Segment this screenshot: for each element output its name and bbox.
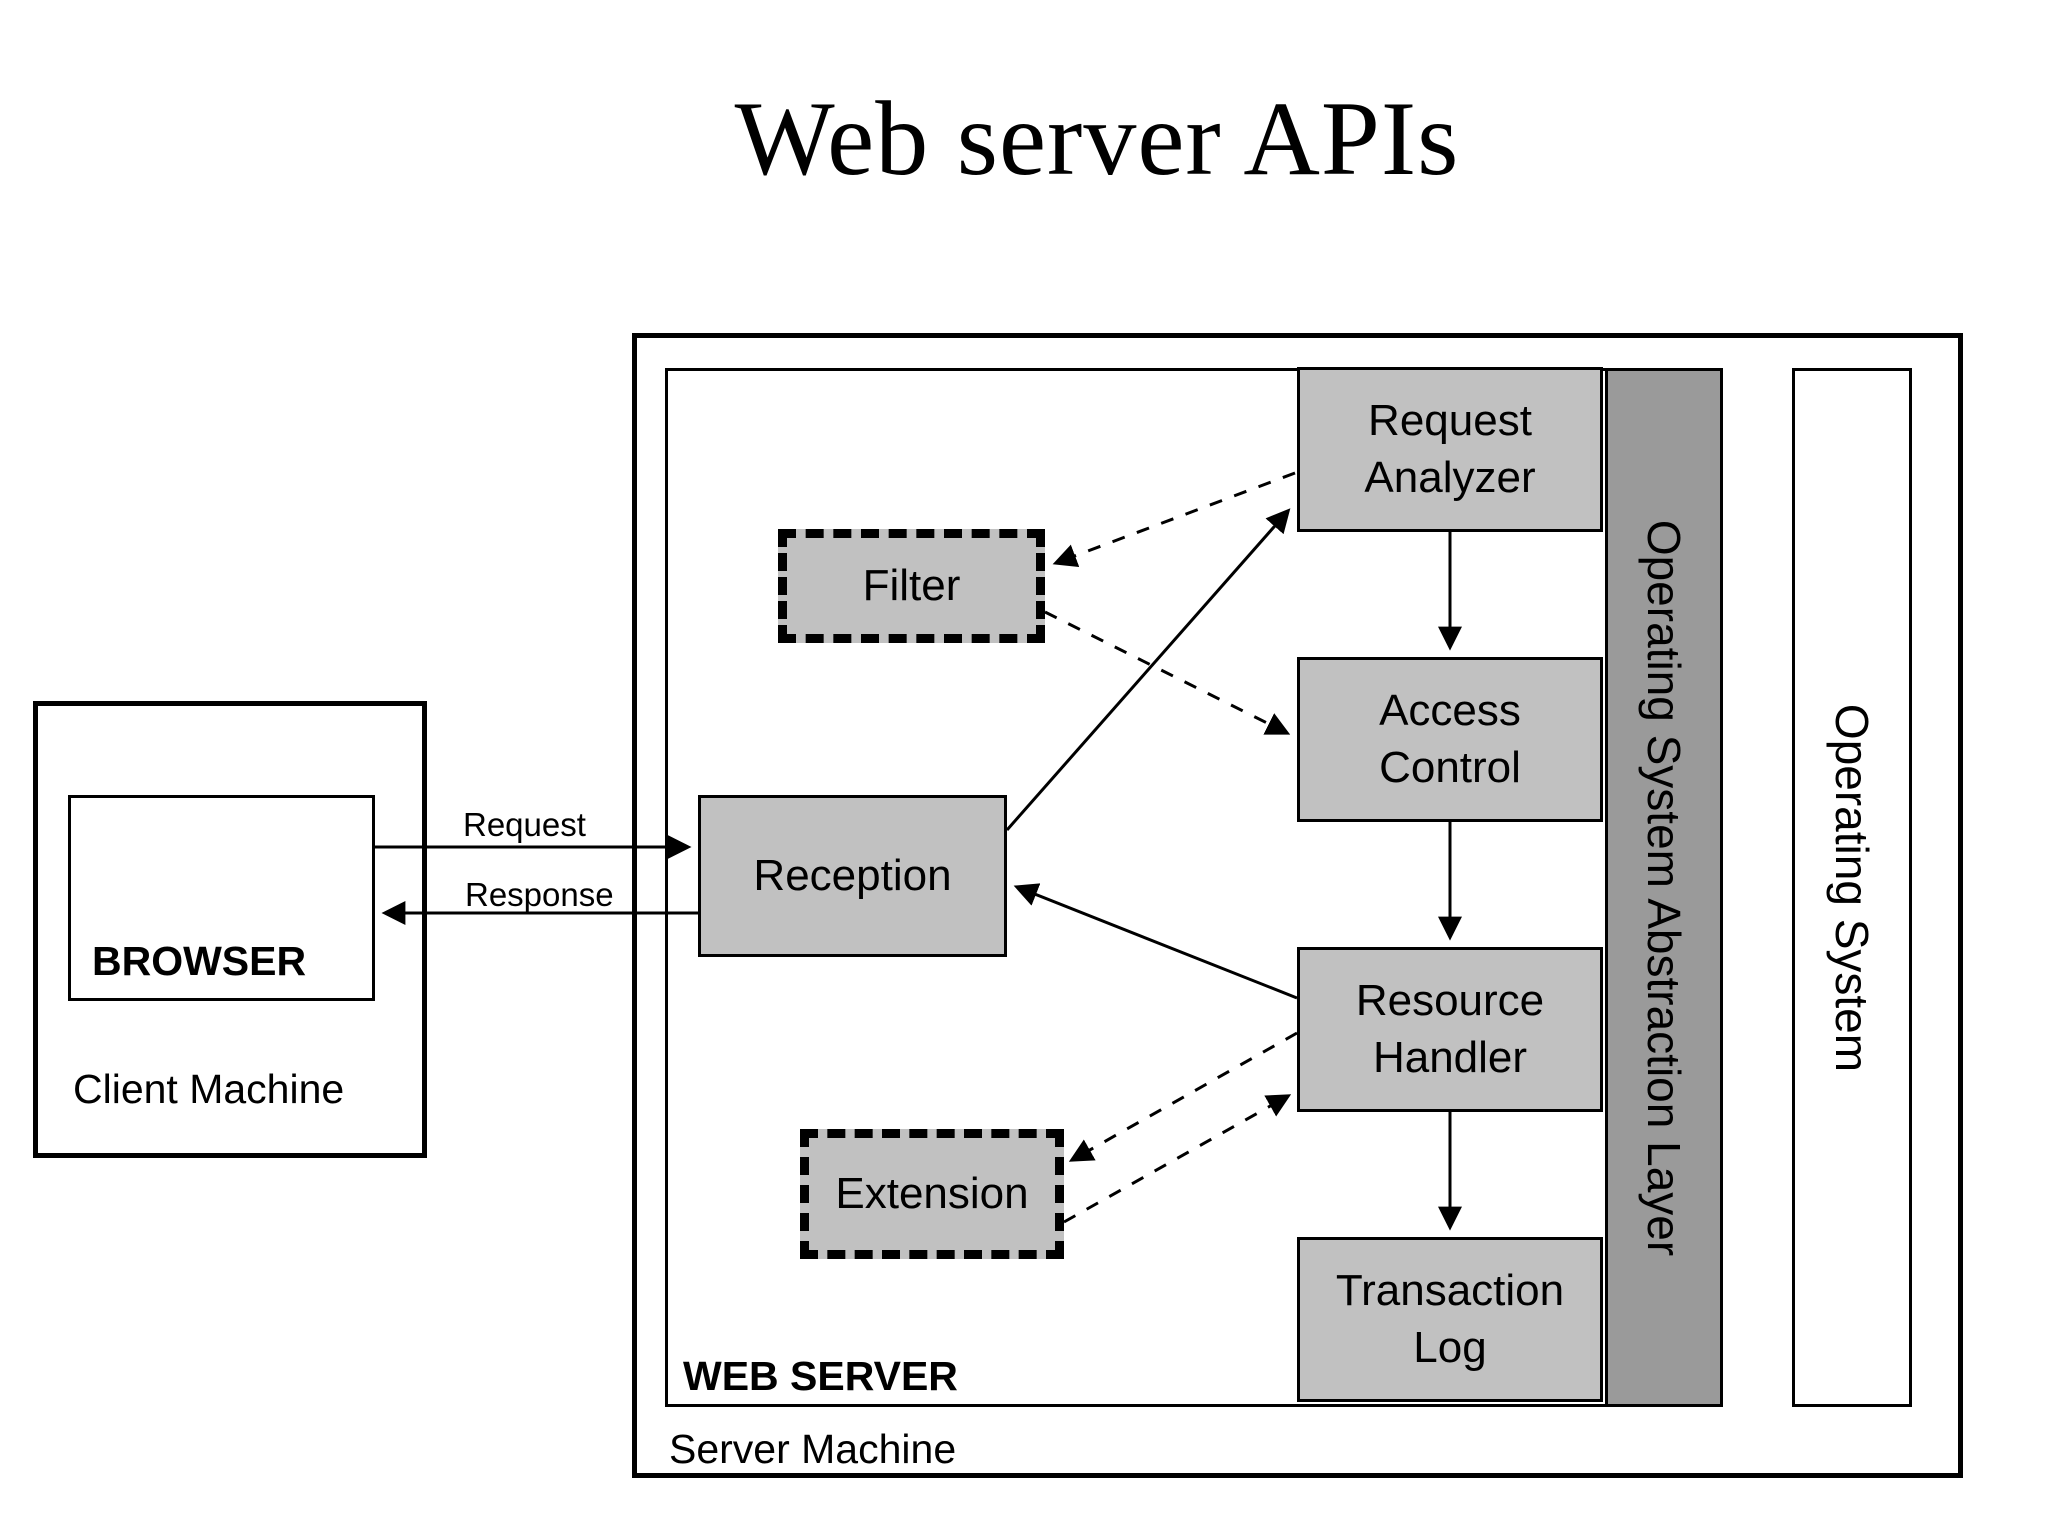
transaction-log-box: Transaction Log (1297, 1237, 1603, 1402)
diagram-title: Web server APIs (734, 80, 1460, 197)
extension-label: Extension (835, 1169, 1029, 1218)
request-label: Request (463, 806, 586, 843)
transaction-log-label: Transaction Log (1335, 1266, 1565, 1372)
web-server-label: WEB SERVER (683, 1353, 958, 1399)
filter-label: Filter (862, 561, 961, 610)
reception-box: Reception (698, 795, 1007, 957)
extension-box: Extension (800, 1129, 1064, 1259)
response-label: Response (465, 876, 614, 913)
os-bar: Operating System (1792, 368, 1912, 1407)
request-analyzer-label: Request Analyzer (1364, 396, 1536, 502)
access-control-box: Access Control (1297, 657, 1603, 822)
os-label: Operating System (1826, 703, 1878, 1072)
request-analyzer-box: Request Analyzer (1297, 367, 1603, 532)
osal-bar: Operating System Abstraction Layer (1605, 368, 1723, 1407)
client-machine-label: Client Machine (73, 1066, 345, 1112)
access-control-label: Access Control (1379, 686, 1521, 792)
resource-handler-box: Resource Handler (1297, 947, 1603, 1112)
osal-label: Operating System Abstraction Layer (1638, 519, 1690, 1256)
filter-box: Filter (778, 529, 1045, 643)
browser-box (68, 795, 375, 1001)
reception-label: Reception (753, 850, 952, 900)
resource-handler-label: Resource Handler (1355, 976, 1545, 1082)
server-machine-label: Server Machine (669, 1426, 957, 1472)
browser-label: BROWSER (92, 938, 307, 984)
